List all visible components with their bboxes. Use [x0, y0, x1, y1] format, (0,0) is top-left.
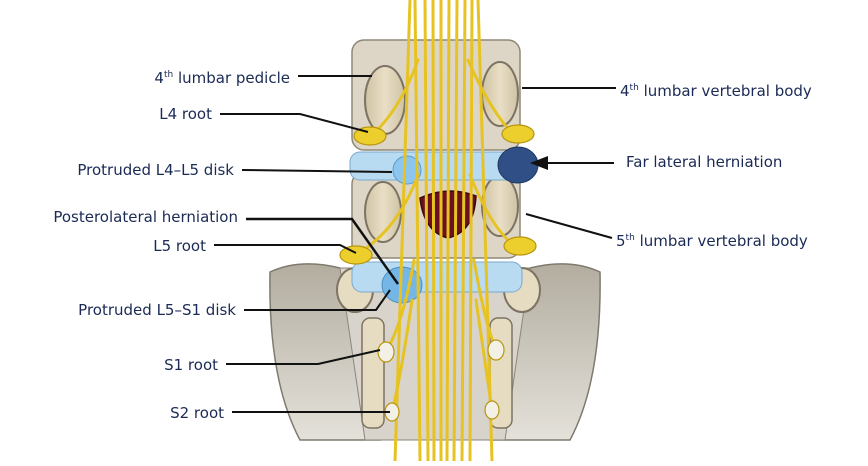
l5-root-ganglion-right	[504, 237, 536, 255]
label-l5-root: L5 root	[153, 237, 206, 255]
s1-root-left	[378, 342, 394, 362]
label-s1-root: S1 root	[164, 356, 218, 374]
label-far-lateral-herniation: Far lateral herniation	[626, 153, 782, 171]
s1-root-right	[488, 340, 504, 360]
label-protruded-l4-l5-disk: Protruded L4–L5 disk	[77, 161, 234, 179]
label-4th-lumbar-vertebral-body: 4th lumbar vertebral body	[620, 79, 812, 100]
label-posterolateral-herniation: Posterolateral herniation	[53, 208, 238, 226]
label-l4-root: L4 root	[159, 105, 212, 123]
far-lateral-herniation	[498, 147, 538, 183]
l4-root-ganglion-right	[502, 125, 534, 143]
pedicle-l5-right	[482, 176, 518, 236]
s2-root-right	[485, 401, 499, 419]
label-4th-lumbar-pedicle: 4th lumbar pedicle	[154, 66, 290, 87]
disk-l5-s1	[352, 262, 522, 292]
l5-root-ganglion-left	[340, 246, 372, 264]
label-protruded-l5-s1-disk: Protruded L5–S1 disk	[78, 301, 236, 319]
label-5th-lumbar-vertebral-body: 5th lumbar vertebral body	[616, 229, 808, 250]
label-s2-root: S2 root	[170, 404, 224, 422]
